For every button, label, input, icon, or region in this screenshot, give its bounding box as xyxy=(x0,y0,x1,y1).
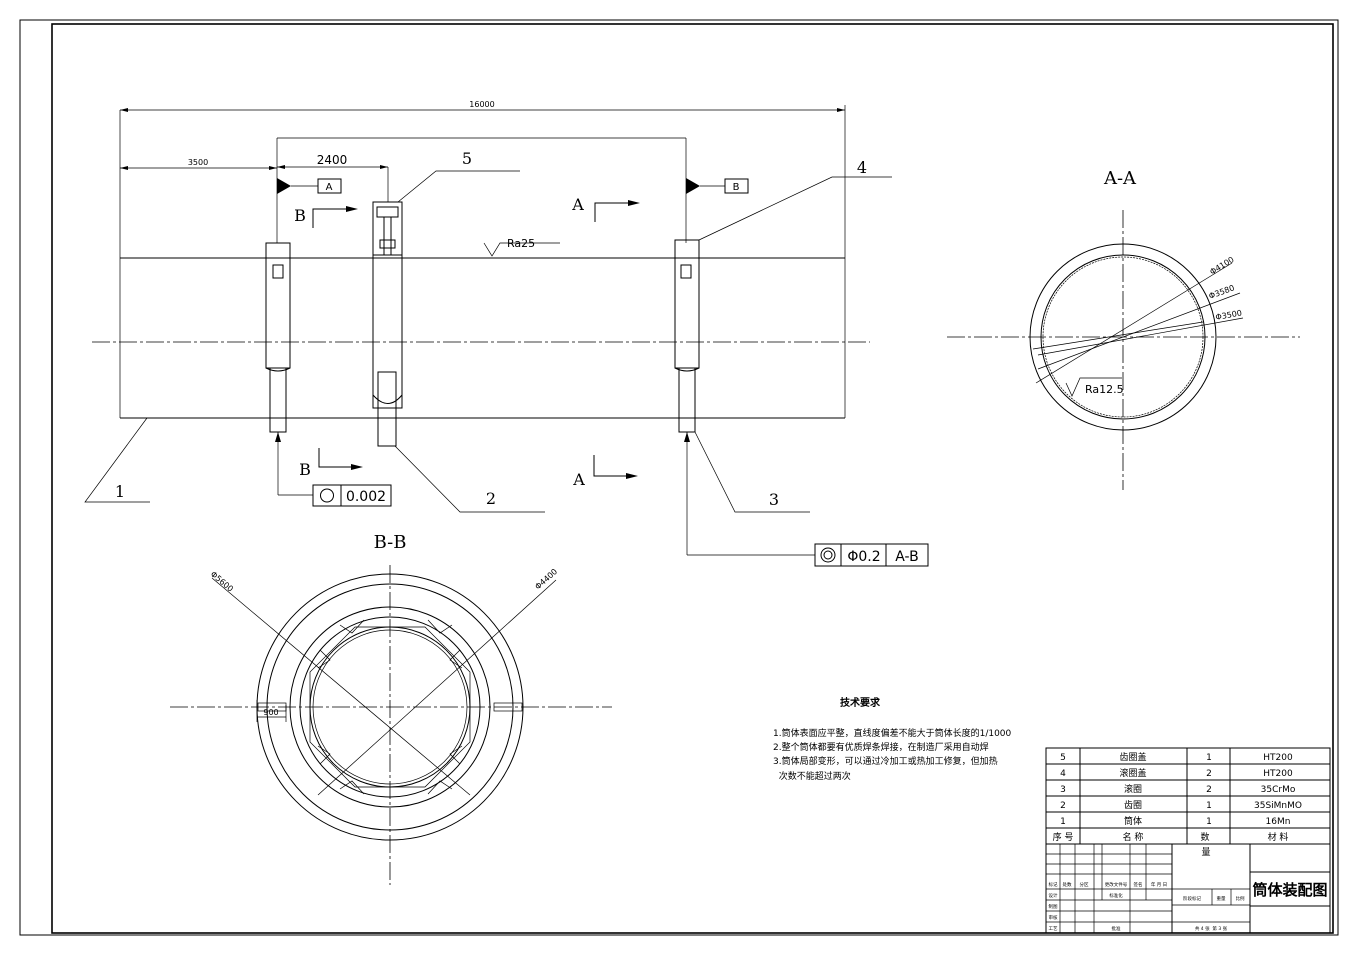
tech-line-4: 次数不能超过两次 xyxy=(773,770,851,782)
section-aa: A-A Φ4100 Φ3580 Φ3500 Ra12.5 xyxy=(947,168,1300,490)
svg-text:序 号: 序 号 xyxy=(1053,831,1074,843)
svg-text:审核: 审核 xyxy=(1049,914,1058,921)
svg-text:共 4 张 第 3 张: 共 4 张 第 3 张 xyxy=(1195,925,1228,932)
bom-row: 1 筒体 1 16Mn xyxy=(1060,815,1290,827)
svg-text:标记: 标记 xyxy=(1049,881,1058,888)
svg-text:1: 1 xyxy=(1206,801,1212,811)
balloon-5: 5 xyxy=(462,149,472,168)
circularity-icon xyxy=(320,488,334,503)
aa-d3500: Φ3500 xyxy=(1215,308,1243,321)
svg-text:重量: 重量 xyxy=(1217,895,1226,902)
front-view: 16000 3500 2400 A B B A B A xyxy=(84,100,929,567)
balloon-3: 3 xyxy=(769,490,779,509)
bom-row: 3 滚圈 2 35CrMo xyxy=(1060,783,1296,795)
svg-text:分区: 分区 xyxy=(1080,881,1089,888)
balloon-1: 1 xyxy=(115,482,125,501)
section-mark-b-bottom: B xyxy=(299,460,311,479)
bom-row: 2 齿圈 1 35SiMnMO xyxy=(1060,800,1302,811)
technical-requirements: 技术要求 1.筒体表面应平整，直线度偏差不能大于筒体长度的1/1000 2.整个… xyxy=(773,696,1012,782)
svg-text:滚圈: 滚圈 xyxy=(1124,783,1142,795)
aa-d4100: Φ4100 xyxy=(1208,255,1235,277)
dim-2400: 2400 xyxy=(317,153,348,167)
coaxiality-icon-inner xyxy=(823,550,833,560)
svg-text:16Mn: 16Mn xyxy=(1266,817,1291,827)
svg-text:2: 2 xyxy=(1206,769,1212,779)
gear-ring-cover xyxy=(372,201,403,256)
svg-text:批准: 批准 xyxy=(1112,925,1121,932)
roughness-ra25: Ra25 xyxy=(507,237,535,250)
coaxiality-datum: A-B xyxy=(895,549,918,565)
svg-text:材 料: 材 料 xyxy=(1268,831,1289,843)
bb-d4400: Φ4400 xyxy=(533,567,559,592)
svg-text:更改文件号: 更改文件号 xyxy=(1105,881,1128,888)
balloon-4: 4 xyxy=(857,158,867,177)
svg-text:阶段标记: 阶段标记 xyxy=(1183,895,1201,902)
coaxiality-value: Φ0.2 xyxy=(847,549,880,565)
svg-text:HT200: HT200 xyxy=(1263,769,1293,779)
bom-header-qty2: 量 xyxy=(1201,847,1210,858)
svg-text:4: 4 xyxy=(1060,769,1066,779)
datum-b: B xyxy=(733,182,740,193)
right-roller-ring xyxy=(674,239,700,369)
coaxiality-frame xyxy=(814,543,929,567)
inner-frame xyxy=(51,23,1334,934)
svg-text:5: 5 xyxy=(1060,753,1066,763)
section-bb: B-B Φ5600 Φ4400 900 xyxy=(170,532,612,885)
svg-text:齿圈盖: 齿圈盖 xyxy=(1119,751,1146,763)
svg-text:滚圈盖: 滚圈盖 xyxy=(1119,767,1146,779)
svg-text:齿圈: 齿圈 xyxy=(1124,800,1142,811)
bb-title: B-B xyxy=(374,532,407,553)
bom-row: 4 滚圈盖 2 HT200 xyxy=(1060,767,1293,779)
bom-table: 5 齿圈盖 1 HT200 4 滚圈盖 2 HT200 3 滚圈 2 35CrM… xyxy=(1045,747,1331,845)
svg-text:1: 1 xyxy=(1206,753,1212,763)
dim-16000: 16000 xyxy=(469,100,494,109)
bb-d5600: Φ5600 xyxy=(209,570,235,594)
svg-text:35CrMo: 35CrMo xyxy=(1261,785,1296,795)
svg-text:签名: 签名 xyxy=(1134,881,1143,888)
svg-text:2: 2 xyxy=(1206,785,1212,795)
circularity-value: 0.002 xyxy=(346,489,386,505)
left-roller-ring xyxy=(265,242,291,369)
dim-3500: 3500 xyxy=(188,158,208,167)
section-mark-a-bottom: A xyxy=(572,470,585,489)
svg-text:标准化: 标准化 xyxy=(1109,892,1123,899)
section-mark-a-top: A xyxy=(571,195,584,214)
drawing-title: 筒体装配图 xyxy=(1252,881,1327,899)
svg-text:1: 1 xyxy=(1060,817,1066,827)
roughness-ra12-5: Ra12.5 xyxy=(1085,383,1124,396)
svg-text:筒体: 筒体 xyxy=(1124,815,1142,827)
svg-text:比例: 比例 xyxy=(1236,895,1245,902)
coaxiality-icon-outer xyxy=(820,547,836,563)
outer-frame xyxy=(19,19,1339,936)
balloon-2: 2 xyxy=(486,489,496,508)
svg-text:3: 3 xyxy=(1060,785,1066,795)
svg-text:年 月 日: 年 月 日 xyxy=(1151,881,1167,888)
bom-header: 序 号 名 称 数 材 料 xyxy=(1053,831,1289,843)
svg-text:处数: 处数 xyxy=(1063,881,1072,888)
section-mark-b-top: B xyxy=(294,206,306,225)
svg-text:HT200: HT200 xyxy=(1263,753,1293,763)
aa-title: A-A xyxy=(1103,168,1137,189)
svg-text:35SiMnMO: 35SiMnMO xyxy=(1254,801,1302,811)
bom-row: 5 齿圈盖 1 HT200 xyxy=(1060,751,1293,763)
bb-900: 900 xyxy=(263,708,278,717)
svg-text:2: 2 xyxy=(1060,801,1066,811)
tech-line-2: 2.整个筒体都要有优质焊条焊接，在制造厂采用自动焊 xyxy=(773,741,989,753)
svg-text:1: 1 xyxy=(1206,817,1212,827)
svg-text:制图: 制图 xyxy=(1049,903,1058,910)
tech-line-1: 1.筒体表面应平整，直线度偏差不能大于筒体长度的1/1000 xyxy=(773,727,1012,739)
title-block: 量 筒体装配图 标记 处数 分区 更改文件号 签名 年 月 日 设计 标准化 制… xyxy=(1045,843,1331,934)
svg-text:名 称: 名 称 xyxy=(1123,831,1144,843)
aa-d3580: Φ3580 xyxy=(1208,283,1236,301)
tech-title: 技术要求 xyxy=(840,696,881,709)
svg-text:设计: 设计 xyxy=(1049,892,1058,899)
svg-text:工艺: 工艺 xyxy=(1049,926,1058,932)
svg-text:数: 数 xyxy=(1200,831,1209,843)
gear-ring xyxy=(372,254,403,409)
datum-a: A xyxy=(326,182,333,193)
tech-line-3: 3.筒体局部变形，可以通过冷加工或热加工修复，但加热 xyxy=(773,755,998,767)
circularity-frame xyxy=(312,484,392,507)
